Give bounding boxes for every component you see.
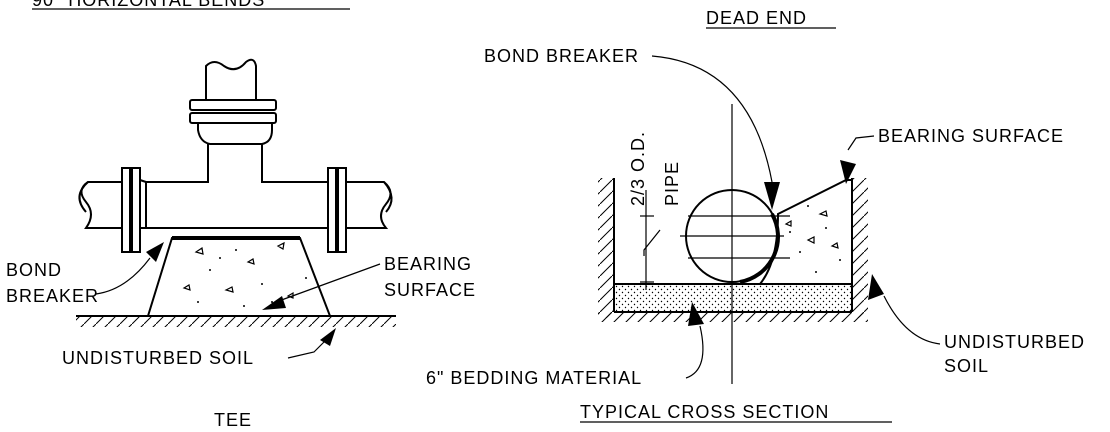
tee-bearing-label-2: SURFACE xyxy=(384,280,476,300)
tee-bearing-label-1: BEARING xyxy=(384,254,472,274)
svg-text:2/3 O.D.: 2/3 O.D. xyxy=(628,131,648,206)
section-bedding-leader xyxy=(685,325,704,379)
title-typical-cross-section: TYPICAL CROSS SECTION xyxy=(580,402,892,423)
svg-text:90° HORIZONTAL BENDS: 90° HORIZONTAL BENDS xyxy=(32,0,265,10)
tee-bearing-arrow xyxy=(262,296,286,310)
svg-text:TYPICAL CROSS SECTION: TYPICAL CROSS SECTION xyxy=(580,402,829,422)
title-tee: TEE xyxy=(214,410,252,430)
title-dead-end: DEAD END xyxy=(706,8,836,29)
svg-text:PIPE: PIPE xyxy=(662,161,682,206)
tee-bearing-leader xyxy=(275,263,381,303)
section-soil-arrow xyxy=(868,274,884,300)
tee-soil-label: UNDISTURBED SOIL xyxy=(62,348,254,368)
section-bearing-label: BEARING SURFACE xyxy=(878,126,1064,146)
section-bond-arrow xyxy=(764,182,780,210)
section-soil-label-2: SOIL xyxy=(944,356,989,376)
tee-soil-leader xyxy=(287,339,327,359)
tee-diagram xyxy=(76,58,396,327)
section-dimension-label: 2/3 O.D. xyxy=(628,131,648,206)
section-bearing-leader xyxy=(847,135,875,151)
section-bedding-label: 6" BEDDING MATERIAL xyxy=(426,368,642,388)
section-bedding-arrow xyxy=(688,302,704,326)
section-bond-label: BOND BREAKER xyxy=(484,46,639,66)
tee-bond-arrow xyxy=(146,242,164,262)
tee-soil-arrow xyxy=(320,328,336,346)
cross-section-diagram xyxy=(598,104,868,384)
tee-bond-leader xyxy=(95,257,151,295)
section-bearing-arrow xyxy=(840,160,856,184)
section-bond-leader xyxy=(651,55,773,183)
svg-text:DEAD END: DEAD END xyxy=(706,8,807,28)
tee-bond-label-1: BOND xyxy=(6,260,62,280)
section-soil-leader xyxy=(883,295,941,345)
title-horizontal-bends: 90° HORIZONTAL BENDS xyxy=(32,0,350,10)
tee-bond-label-2: BREAKER xyxy=(6,286,99,306)
section-soil-label-1: UNDISTURBED xyxy=(944,332,1085,352)
section-pipe-label: PIPE xyxy=(662,161,682,206)
